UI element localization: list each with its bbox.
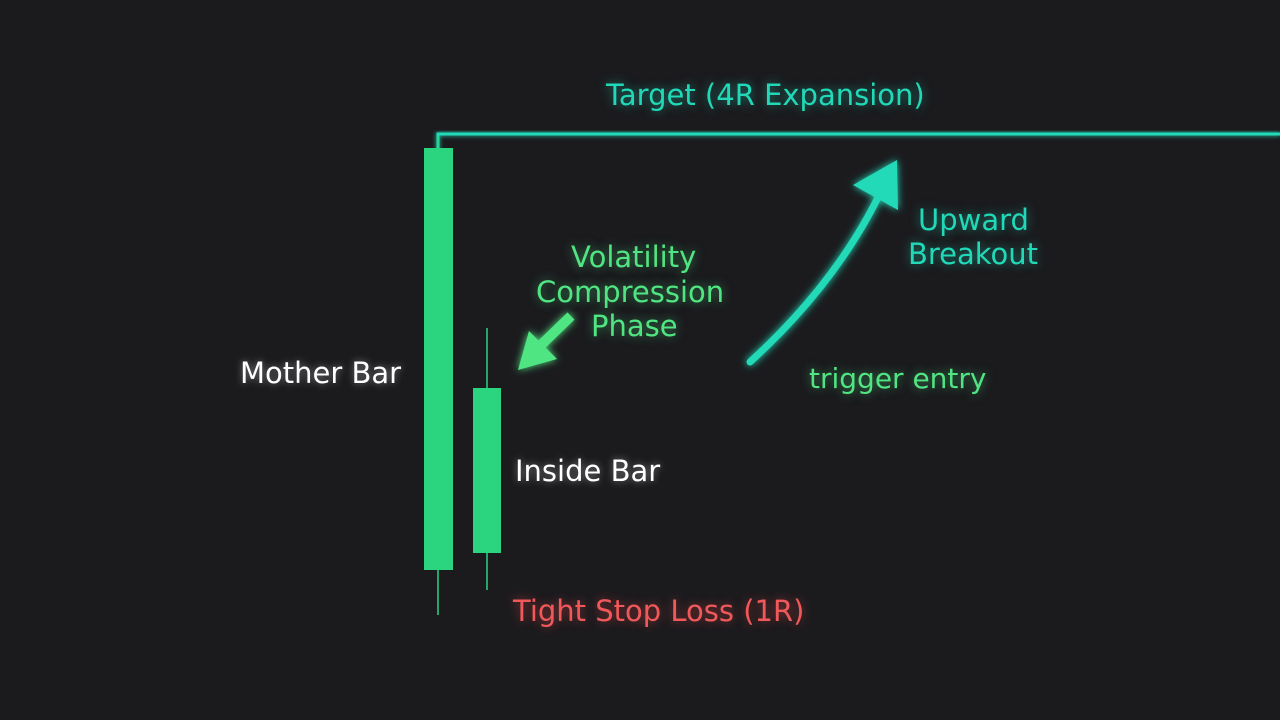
stop-loss-label: Tight Stop Loss (1R): [513, 594, 805, 628]
mother-bar-candle: [424, 148, 453, 570]
volatility-label-line2: Compression: [536, 275, 725, 309]
upward-breakout-label-line1: Upward: [918, 203, 1029, 237]
upward-breakout-label-line2: Breakout: [908, 237, 1039, 271]
target-label: Target (4R Expansion): [606, 78, 925, 112]
volatility-label-line1: Volatility: [571, 240, 697, 274]
target-line: [436, 132, 1280, 150]
compression-arrow: [518, 312, 575, 370]
mother-bar-label: Mother Bar: [240, 356, 402, 390]
inside-bar-candle: [473, 388, 501, 553]
volatility-label-line3: Phase: [591, 309, 678, 343]
upward-breakout-arrow: [746, 160, 898, 366]
trigger-entry-label: trigger entry: [809, 362, 987, 395]
inside-bar-label: Inside Bar: [515, 454, 661, 488]
